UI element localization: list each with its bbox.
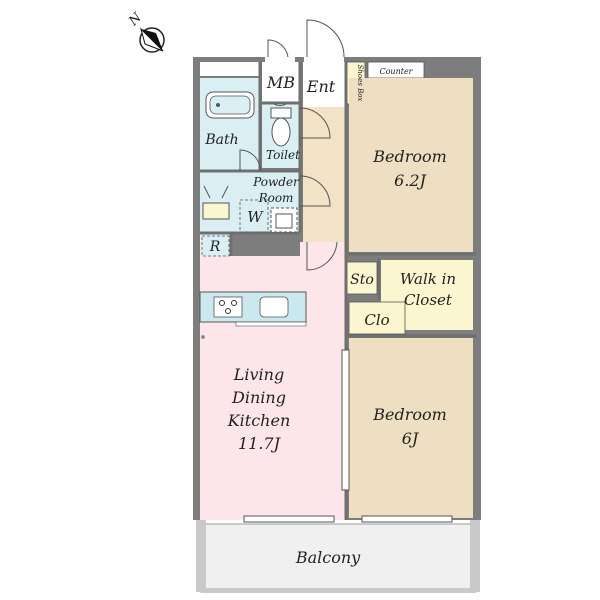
refrigerator-icon (201, 235, 230, 257)
balcony-side-right (470, 518, 480, 592)
balcony-floor (200, 523, 477, 593)
refrigerator-label: R (209, 239, 221, 255)
balcony-label: Balcony (295, 548, 361, 567)
walk-in-closet-label-line2: Closet (404, 291, 453, 309)
entrance-floor (303, 62, 345, 107)
bedroom-1-size: 6.2J (394, 171, 427, 190)
powder-room-label-line1: Powder (252, 175, 300, 189)
powder-room-label-line2: Room (258, 191, 294, 205)
meter-box (262, 62, 300, 102)
ldk-size: 11.7J (238, 434, 282, 453)
toilet-label: Toilet (266, 148, 300, 162)
bedroom-2-label: Bedroom (372, 405, 447, 424)
shoes-box-label: Shoes Box (356, 65, 364, 102)
wash-basin-icon (202, 185, 230, 220)
entrance-label: Ent (306, 77, 336, 96)
ldk-entry-floor (305, 242, 345, 260)
bedroom-2-size: 6J (402, 429, 420, 448)
compass-north-label: N (126, 10, 146, 30)
ldk-label-line3: Kitchen (227, 411, 291, 430)
doors (239, 19, 345, 271)
entrance-opening (304, 54, 344, 62)
mb-opening (265, 54, 295, 62)
storage-floor (346, 261, 378, 295)
mb-label: MB (266, 73, 295, 92)
bathtub-icon (205, 91, 255, 119)
storage-label: Sto (350, 272, 374, 288)
sliding-doors (201, 335, 453, 523)
bedroom-2-floor (349, 338, 473, 518)
closet-label: Clo (364, 311, 389, 329)
bath-label: Bath (204, 132, 238, 148)
walk-in-closet-label-line1: Walk in (400, 270, 456, 288)
balcony-railing (196, 588, 480, 592)
bath-top-strip (200, 62, 260, 76)
bedroom-1-label: Bedroom (372, 147, 447, 166)
kitchen-counter (199, 291, 307, 327)
washer-label: W (247, 208, 264, 226)
balcony-side-left (196, 518, 206, 592)
washer-icon (270, 207, 298, 233)
counter-label: Counter (379, 67, 413, 76)
compass-icon: N (126, 10, 165, 53)
closet-floor (348, 301, 406, 335)
toilet-icon (270, 107, 292, 147)
ldk-label-line2: Dining (231, 388, 286, 407)
ldk-label-line1: Living (233, 365, 284, 384)
bedroom-1-floor (349, 78, 473, 252)
